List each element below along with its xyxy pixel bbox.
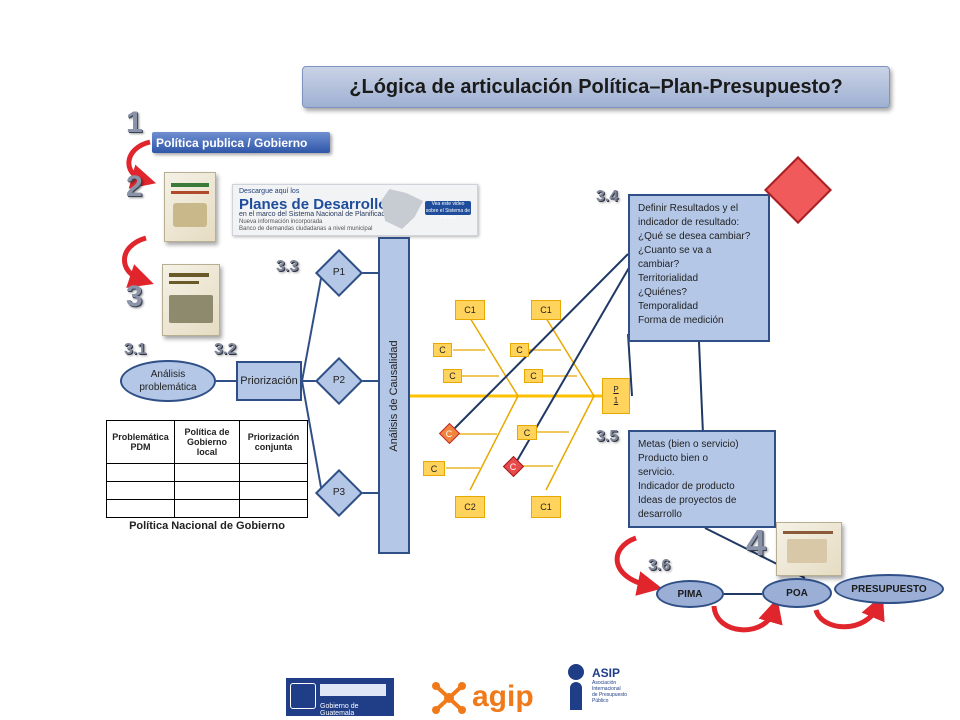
- matrix-header-politica: Política de Gobierno local: [173, 420, 241, 464]
- goals-line: Indicador de producto: [638, 481, 735, 492]
- results-definition-box: Definir Resultados y el indicador de res…: [628, 194, 770, 342]
- banner-line5: Banco de demandas ciudadanas a nivel mun…: [239, 226, 373, 232]
- banner-headline: Planes de Desarrollo: [239, 196, 388, 213]
- step-3-4: 3.4: [596, 188, 619, 205]
- step-3-5: 3.5: [596, 428, 619, 445]
- results-line: ¿Cuanto se va a: [638, 245, 712, 256]
- fishbone-bone-tl: [469, 317, 519, 397]
- matrix-caption: Política Nacional de Gobierno: [129, 520, 285, 532]
- goals-line: desarrollo: [638, 509, 682, 520]
- goals-box: Metas (bien o servicio) Producto bien o …: [628, 430, 776, 528]
- red-arrow-1-2: [126, 139, 157, 189]
- results-line: Definir Resultados y el: [638, 203, 739, 214]
- goals-line: Ideas de proyectos de: [638, 495, 737, 506]
- cause-box-c2-bottom-left: C2: [455, 496, 485, 518]
- agip-logo-text: agip: [472, 680, 534, 713]
- fishbone-head-p1: P 1: [602, 378, 630, 414]
- link-results-head: [627, 333, 633, 397]
- policy-bar: Política publica / Gobierno: [152, 132, 330, 153]
- link-results-cause-a: [449, 253, 629, 434]
- table-row: [106, 499, 308, 518]
- banner-cta: Vea este video sobre el Sistema de Plane…: [425, 201, 471, 221]
- poa-document-thumbnail: [776, 522, 842, 576]
- asip-sub-line: Internacional: [592, 686, 621, 692]
- priority-label-p2: P2: [332, 375, 346, 386]
- priorization-node: Priorización: [236, 361, 302, 401]
- results-line: cambiar?: [638, 259, 680, 270]
- poa-node: POA: [762, 578, 832, 608]
- link-prio-p3: [301, 380, 323, 494]
- step-number-3: 3: [126, 280, 143, 313]
- step-number-1: 1: [126, 106, 143, 139]
- matrix-header-priorizacion: Priorización conjunta: [239, 420, 308, 464]
- table-row: [106, 463, 308, 482]
- results-line: ¿Qué se desea cambiar?: [638, 231, 751, 242]
- subcause-box: C: [423, 461, 445, 476]
- subcause-box: C: [510, 343, 529, 357]
- fishbone-bone-bl: [469, 395, 519, 491]
- link-results-goals: [698, 341, 704, 435]
- guatemala-logo-text: Gobierno de Guatemala: [320, 703, 359, 717]
- results-line: ¿Quiénes?: [638, 287, 687, 298]
- matrix-header-problematica: Problemática PDM: [106, 420, 175, 464]
- results-line: Forma de medición: [638, 315, 724, 326]
- agip-logo: agip: [430, 680, 536, 716]
- causality-analysis-column: Análisis de Causalidad: [378, 237, 410, 554]
- gobierno-guatemala-logo: Gobierno de Guatemala: [286, 678, 394, 717]
- step-3-3: 3.3: [276, 258, 299, 275]
- subcause-box: C: [517, 425, 537, 440]
- step-3-1: 3.1: [124, 341, 147, 358]
- red-arrow-pima-poa: [711, 597, 783, 633]
- plans-banner: Descargue aquí los Planes de Desarrollo …: [232, 184, 478, 236]
- results-line: indicador de resultado:: [638, 217, 740, 228]
- agip-network-icon: [432, 682, 466, 714]
- goals-line: servicio.: [638, 467, 675, 478]
- asip-sub-line: Asociación: [592, 680, 617, 686]
- link-prio-p1: [301, 272, 323, 382]
- red-arrow-2-3: [122, 235, 154, 288]
- banner-subline: en el marco del Sistema Nacional de Plan…: [239, 211, 395, 218]
- asip-sub-line: Público: [592, 698, 609, 704]
- results-line: Temporalidad: [638, 301, 699, 312]
- priority-label-p3: P3: [332, 487, 346, 498]
- highlighted-cause-label: C: [509, 462, 517, 472]
- map-shape-icon: [381, 189, 423, 229]
- causality-analysis-label: Análisis de Causalidad: [388, 339, 400, 452]
- fishbone-head-letter: P: [613, 385, 619, 394]
- presupuesto-node: PRESUPUESTO: [834, 574, 944, 604]
- fishbone-bone-tr: [545, 317, 595, 397]
- municipal-plan-thumbnail: [162, 264, 220, 336]
- red-arrow-36-pima: [614, 535, 663, 596]
- plan-document-thumbnail: [164, 172, 216, 242]
- subcause-box: C: [524, 369, 543, 383]
- fishbone-head-number: 1: [613, 396, 619, 405]
- subcause-box: C: [433, 343, 452, 357]
- banner-line1: Descargue aquí los: [239, 188, 300, 195]
- cause-box-c1-bottom-right: C1: [531, 496, 561, 518]
- cause-box-c1-top-right: C1: [531, 300, 561, 320]
- pima-node: PIMA: [656, 580, 724, 608]
- asip-logo: ASIP Asociación Internacional de Presupu…: [566, 662, 642, 718]
- asip-sub-line: de Presupuesto: [592, 692, 628, 698]
- asip-logo-text: ASIP: [592, 666, 621, 680]
- step-3-2: 3.2: [214, 341, 237, 358]
- step-3-6: 3.6: [648, 557, 671, 574]
- priority-label-p1: P1: [332, 267, 346, 278]
- step-number-4: 4: [746, 522, 767, 563]
- fishbone-bone-br: [545, 395, 595, 491]
- table-row: [106, 481, 308, 500]
- goals-line: Metas (bien o servicio): [638, 439, 739, 450]
- analysis-problematic-node: Análisis problemática: [120, 360, 216, 402]
- step-number-2: 2: [126, 170, 143, 203]
- results-line: Territorialidad: [638, 273, 699, 284]
- highlighted-cause-label: C: [445, 429, 453, 439]
- red-arrow-poa-presupuesto: [813, 594, 885, 630]
- cause-box-c1-top-left: C1: [455, 300, 485, 320]
- page-title: ¿Lógica de articulación Política–Plan-Pr…: [302, 66, 890, 108]
- policy-matrix-table: Problemática PDM Política de Gobierno lo…: [106, 420, 308, 518]
- goals-line: Producto bien o: [638, 453, 709, 464]
- banner-line4: Nueva información incorporada: [239, 219, 323, 225]
- subcause-box: C: [443, 369, 462, 383]
